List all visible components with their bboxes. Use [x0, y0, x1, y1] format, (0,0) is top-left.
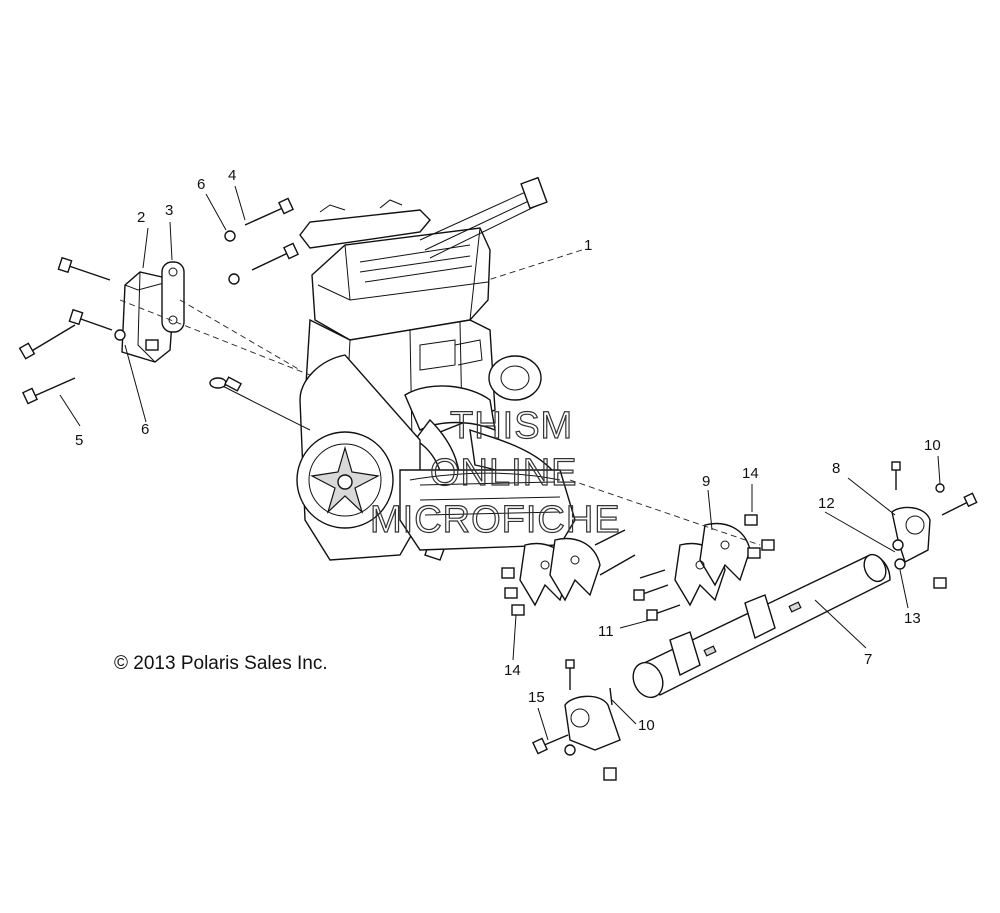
- callout-labels: 1 2 3 4 5 6 6 7 8 9 10 10 11 12 13 14 14…: [75, 167, 941, 734]
- callout-7: 7: [864, 651, 872, 668]
- right-mount: [891, 461, 978, 589]
- watermark: THISM ONLINE MICROFICHE: [369, 404, 621, 541]
- watermark-line-2: ONLINE: [430, 452, 577, 494]
- callout-13: 13: [904, 610, 921, 627]
- mount-fasteners: [501, 514, 775, 621]
- lower-mount: [532, 659, 621, 781]
- callout-11: 11: [598, 623, 614, 640]
- watermark-line-1: THISM: [450, 405, 573, 447]
- callout-12: 12: [818, 495, 835, 512]
- mount-tube: [632, 553, 891, 699]
- callout-2: 2: [137, 209, 145, 226]
- callout-4: 4: [228, 167, 236, 184]
- callout-10-bottom: 10: [638, 717, 655, 734]
- watermark-line-3: MICROFICHE: [370, 499, 621, 541]
- callout-14-bottom: 14: [504, 662, 521, 679]
- callout-9: 9: [702, 473, 710, 490]
- callout-10-right: 10: [924, 437, 941, 454]
- copyright-text: © 2013 Polaris Sales Inc.: [114, 653, 328, 674]
- mount-plates: [519, 522, 751, 607]
- bolts-left: [18, 197, 299, 405]
- mount-link: [161, 261, 185, 333]
- callout-5: 5: [75, 432, 83, 449]
- callout-1: 1: [584, 237, 592, 254]
- callout-6-top: 6: [197, 176, 205, 193]
- engine-assembly: [209, 176, 576, 561]
- callout-15: 15: [528, 689, 545, 706]
- callout-8: 8: [832, 460, 840, 477]
- leader-lines: [59, 185, 941, 741]
- callout-6-bottom: 6: [141, 421, 149, 438]
- callout-3: 3: [165, 202, 173, 219]
- callout-14-top: 14: [742, 465, 759, 482]
